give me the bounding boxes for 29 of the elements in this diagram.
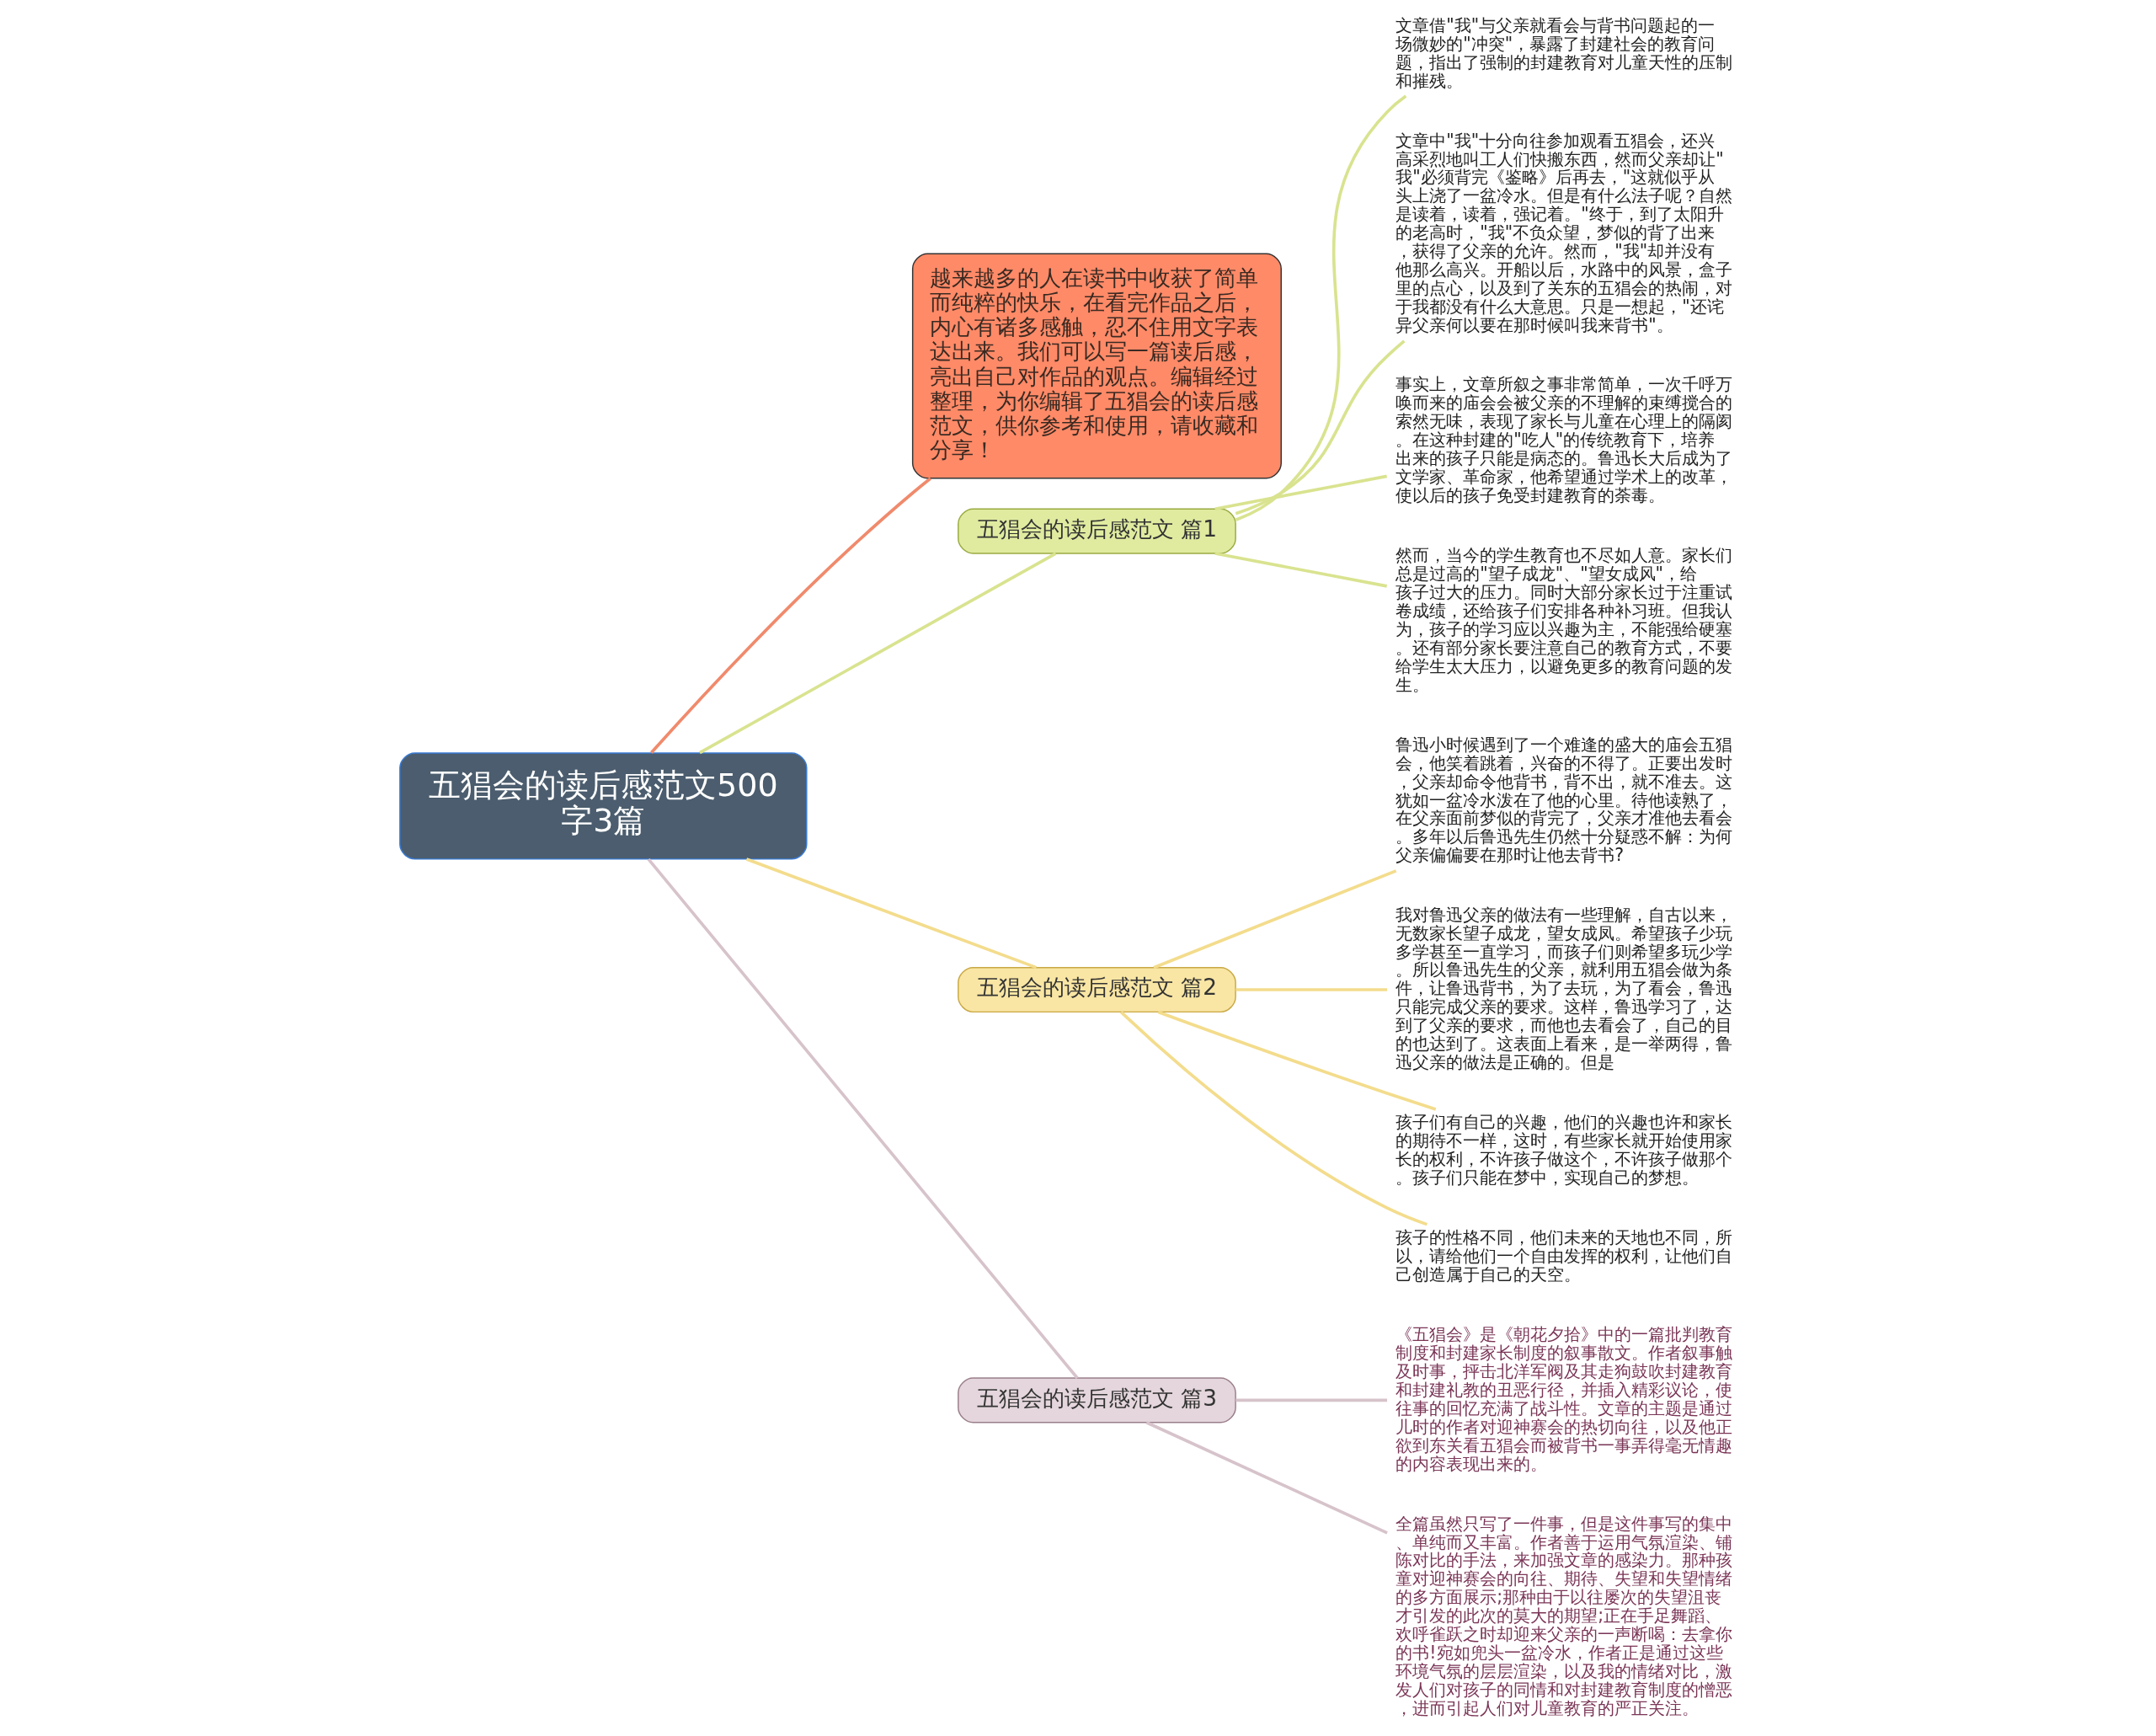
connector xyxy=(1235,988,1387,991)
node-text: 《五猖会》是《朝花夕拾》中的一篇批判教育制度和封建家长制度的叙事散文。作者叙事触及时事，抨击北洋军阀及其走狗鼓吹封建教育和封建礼教的丑恶行径，并插入精彩议论，使往事的回忆充满了战斗性。文章的主题是通过儿时的作者对迎神赛会的热切向往，以及他正欲到东关看五猖会而被背书一事弄得毫无情趣的内容表现出来的。 xyxy=(1395,1323,1732,1474)
node-box: 五猖会的读后感范文 篇2 xyxy=(957,966,1236,1013)
connector xyxy=(698,552,1056,755)
node-box: 五猖会的读后感范文 篇3 xyxy=(957,1377,1236,1424)
connector xyxy=(1157,1010,1436,1111)
node-box: 越来越多的人在读书中收获了简单而纯粹的快乐，在看完作品之后，内心有诸多感触，忍不住用文字表达出来。我们可以写一篇读后感，亮出自己对作品的观点。编辑经过整理，为你编辑了五猖会的读后感范文，供你参考和使用，请收藏和分享！ xyxy=(911,253,1282,479)
node-text: 我对鲁迅父亲的做法有一些理解，自古以来，无数家长望子成龙，望女成凤。希望孩子少玩多学甚至一直学习，而孩子们则希望多玩少学。所以鲁迅先生的父亲，就利用五猖会做为条件，让鲁迅背书，为了去玩，为了看会，鲁迅只能完成父亲的要求。这样，鲁迅学习了，达到了父亲的要求，而他也去看会了，自己的目的也达到了。这表面上看来，是一举两得，鲁迅父亲的做法是正确的。但是 xyxy=(1395,904,1732,1073)
node-box: 五猖会的读后感范文 篇1 xyxy=(957,508,1236,554)
connector xyxy=(1152,869,1396,969)
node-text: 孩子的性格不同，他们未来的天地也不同，所以，请给他们一个自由发挥的权利，让他们自己创造属于自己的天空。 xyxy=(1395,1227,1732,1285)
connector xyxy=(1235,1398,1387,1402)
connector xyxy=(1214,474,1387,510)
connector xyxy=(745,857,1037,969)
connector xyxy=(649,477,931,754)
node-text: 事实上，文章所叙之事非常简单，一次千呼万唤而来的庙会会被父亲的不理解的束缚搅合的索然无味，表现了家长与儿童在心理上的隔阂。在这种封建的"吃人"的传统教育下，培养出来的孩子只能是病态的。鲁迅长大后成为了文学家、革命家，他希望通过学术上的改革，使以后的孩子免受封建教育的荼毒。 xyxy=(1395,374,1732,506)
node-box: 五猖会的读后感范文500字3篇 xyxy=(398,752,808,860)
node-text: 文章中"我"十分向往参加观看五猖会，还兴高采烈地叫工人们快搬东西，然而父亲却让"我"必须背完《鉴略》后再去，"这就似乎从头上浇了一盆冷水。但是有什么法子呢？自然是读着，读着，强记着。"终于，到了太阳升的老高时，"我"不负众望，梦似的背了出来，获得了父亲的允许。然而，"我"却并没有他那么高兴。开船以后，水路中的风景，盒子里的点心，以及到了关东的五猖会的热闹，对于我都没有什么大意思。只是一想起，"还诧异父亲何以要在那时候叫我来背书"。 xyxy=(1395,130,1732,336)
node-text: 文章借"我"与父亲就看会与背书问题起的一场微妙的"冲突"，暴露了封建社会的教育问题，指出了强制的封建教育对儿童天性的压制和摧残。 xyxy=(1395,14,1732,91)
connector xyxy=(1119,1011,1428,1226)
connector xyxy=(1145,1421,1388,1535)
node-text: 孩子们有自己的兴趣，他们的兴趣也许和家长的期待不一样，这时，有些家长就开始使用家长的权利，不许孩子做这个，不许孩子做那个。孩子们只能在梦中，实现自己的梦想。 xyxy=(1395,1112,1732,1188)
connector xyxy=(1214,552,1387,588)
connector xyxy=(647,858,1079,1380)
node-text: 然而，当今的学生教育也不尽如人意。家长们总是过高的"望子成龙"、"望女成风"，给孩子过大的压力。同时大部分家长过于注重试卷成绩，还给孩子们安排各种补习班。但我认为，孩子的学习应以兴趣为主，不能强给硬塞。还有部分家长要注意自己的教育方式，不要给学生太大压力，以避免更多的教育问题的发生。 xyxy=(1395,545,1732,695)
connector xyxy=(1235,339,1405,515)
node-text: 鲁迅小时候遇到了一个难逢的盛大的庙会五猖会，他笑着跳着，兴奋的不得了。正要出发时，父亲却命令他背书，背不出，就不准去。这犹如一盆冷水泼在了他的心里。待他读熟了，在父亲面前梦似的背完了，父亲才准他去看会。多年以后鲁迅先生仍然十分疑惑不解：为何父亲偏偏要在那时让他去背书? xyxy=(1395,734,1732,866)
connector xyxy=(1235,94,1406,521)
node-text: 全篇虽然只写了一件事，但是这件事写的集中、单纯而又丰富。作者善于运用气氛渲染、铺陈对比的手法，来加强文章的感染力。那种孩童对迎神赛会的向往、期待、失望和失望情绪的多方面展示;那种由于以往屡次的失望沮丧才引发的此次的莫大的期望;正在手足舞蹈、欢呼雀跃之时却迎来父亲的一声断喝：去拿你的书!宛如兜头一盆冷水，作者正是通过这些环境气氛的层层渲染，以及我的情绪对比，激发人们对孩子的同情和对封建教育制度的憎恶，进而引起人们对儿童教育的严正关注。 xyxy=(1395,1513,1732,1719)
